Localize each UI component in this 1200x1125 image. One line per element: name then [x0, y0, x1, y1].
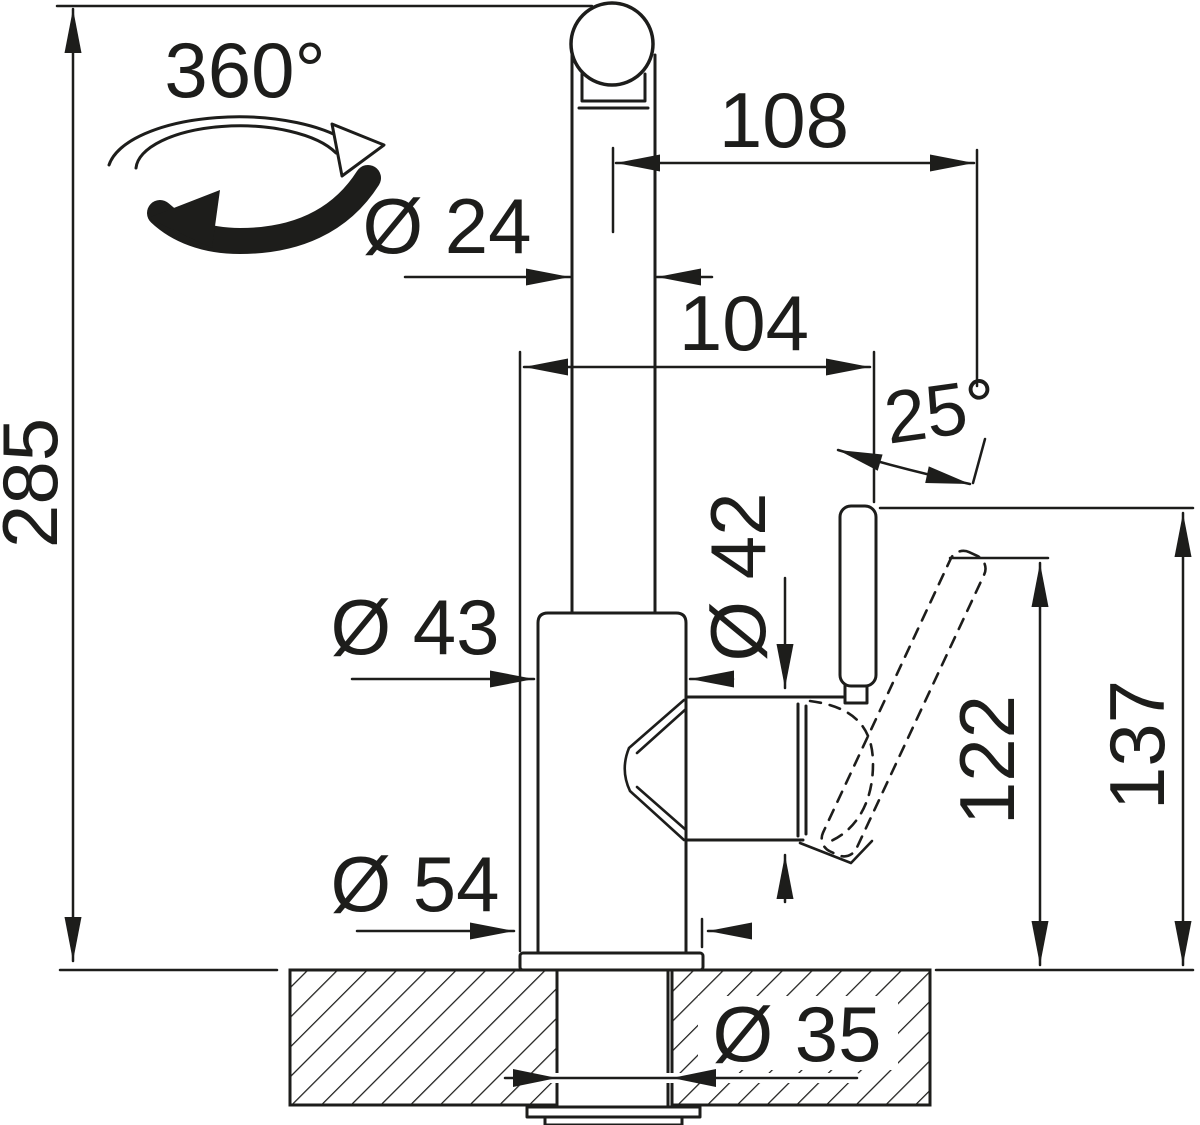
dim-total-height	[55, 4, 594, 972]
spout-head	[569, 1, 655, 87]
dim-label-spout-diameter: Ø 24	[362, 182, 531, 270]
dim-label-hole-diameter: Ø 35	[712, 990, 881, 1078]
handle-skirt-dashed	[808, 699, 875, 843]
dim-label-lever-height-tilted: 122	[943, 695, 1031, 825]
dim-base-diameter	[355, 917, 752, 949]
handle-lever-tilted-dashed	[820, 549, 987, 858]
handle-lever	[838, 504, 878, 688]
dim-lever-height-tilted	[948, 556, 1050, 967]
dimension-labels: 360° 108 Ø 24 104 25° 285 Ø 43 Ø 42 Ø 54…	[0, 26, 1181, 1078]
mounting-nut	[543, 1115, 684, 1125]
spout-pipe	[570, 53, 657, 615]
rotation-arrow-open	[330, 122, 386, 178]
dim-label-rotation: 360°	[164, 26, 325, 114]
dim-label-total-height: 285	[0, 418, 74, 548]
body-cone-edge	[623, 698, 688, 842]
aerator	[577, 72, 650, 110]
base-flange	[518, 951, 705, 972]
faucet-body	[536, 611, 688, 957]
dimension-lines	[55, 4, 1195, 1087]
dim-spout-reach	[611, 146, 979, 388]
faucet-outline	[518, 1, 987, 1125]
dim-label-spout-reach: 108	[719, 76, 849, 164]
dim-hole-diameter	[500, 1069, 862, 1087]
dim-label-cartridge-diameter: Ø 42	[694, 492, 782, 661]
dim-lever-height-upright	[878, 506, 1195, 972]
mounting-shank	[555, 968, 670, 1109]
dim-label-handle-offset: 104	[679, 279, 809, 367]
dim-lever-angle	[836, 437, 987, 486]
dim-label-lever-angle: 25°	[879, 362, 1001, 460]
cartridge-cap	[684, 695, 845, 842]
hole-label-keepout	[698, 996, 898, 1070]
rotation-360-icon	[107, 115, 386, 254]
dim-label-body-diameter: Ø 43	[330, 583, 499, 671]
rotation-arrow-black	[148, 190, 220, 248]
handle-base-edge	[798, 839, 874, 865]
dim-label-base-diameter: Ø 54	[330, 840, 499, 928]
dim-label-lever-height-upright: 137	[1093, 680, 1181, 810]
